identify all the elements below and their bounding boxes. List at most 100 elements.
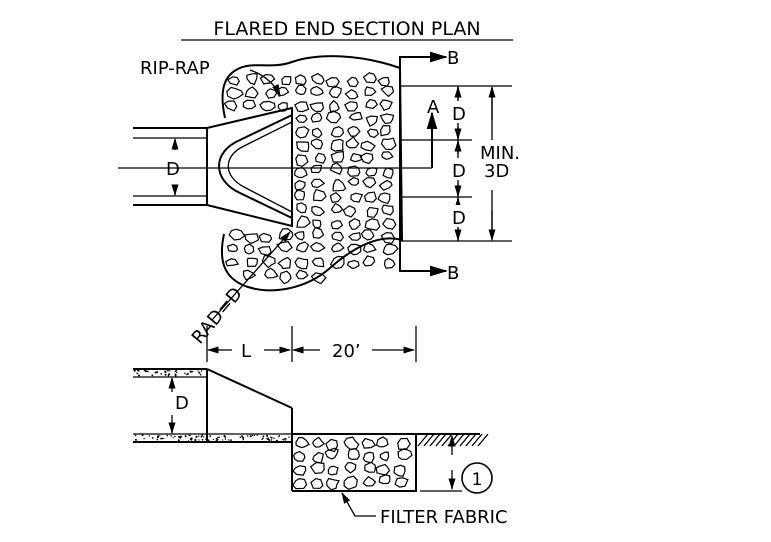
min-3d-dimension: MIN. 3D	[480, 85, 520, 242]
riprap-stone	[397, 447, 413, 460]
bedding-speck	[209, 435, 212, 437]
riprap-stone	[294, 179, 306, 191]
bedding-speck	[189, 437, 192, 441]
bedding-speck	[239, 436, 242, 438]
riprap-stone	[309, 102, 325, 113]
bedding-speck	[256, 434, 258, 436]
bedding-speck	[270, 436, 272, 438]
dim-d-middle: D	[452, 161, 466, 182]
note-number: 1	[472, 470, 483, 490]
min-label-line1: MIN.	[480, 143, 520, 164]
riprap-stone	[281, 75, 292, 86]
riprap-stone	[295, 269, 309, 280]
riprap-stone	[363, 191, 377, 203]
bedding-speck	[168, 373, 170, 376]
riprap-stone	[223, 100, 238, 112]
riprap-stone	[346, 76, 359, 88]
riprap-stone	[325, 438, 339, 453]
min-label-line2: 3D	[484, 161, 509, 182]
bedding-speck	[174, 370, 177, 373]
riprap-stone	[312, 188, 327, 202]
riprap-stone	[310, 112, 323, 123]
bedding-speck	[185, 373, 187, 376]
bedding-speck	[198, 439, 200, 441]
riprap-stone	[296, 141, 310, 153]
riprap-stone	[366, 128, 380, 139]
bedding-speck	[284, 437, 286, 440]
bedding-speck	[154, 372, 156, 374]
bedding-speck	[215, 437, 218, 440]
riprap-stone	[329, 162, 343, 175]
riprap-stone	[360, 140, 376, 152]
riprap-stone	[331, 231, 345, 242]
riprap-stone	[294, 101, 310, 113]
bedding-speck	[205, 438, 207, 441]
bedding-speck	[270, 439, 273, 441]
bedding-speck	[191, 370, 194, 373]
riprap-stone	[347, 125, 361, 137]
bedding-speck	[288, 436, 290, 438]
riprap-stone	[394, 477, 409, 488]
riprap-stone	[294, 84, 307, 96]
riprap-stone	[347, 243, 362, 256]
bedding-speck	[200, 370, 203, 372]
bedding-speck	[278, 435, 280, 437]
riprap-stone	[244, 233, 260, 244]
drawing-title: FLARED END SECTION PLAN	[213, 18, 480, 40]
hatch-line	[447, 433, 459, 447]
riprap-stone	[379, 113, 395, 125]
riprap-stone	[381, 217, 397, 230]
length-l-label: L	[241, 341, 251, 362]
bedding-speck	[284, 440, 286, 442]
bedding-speck	[157, 435, 160, 438]
bedding-speck	[176, 371, 178, 374]
bedding-speck	[166, 434, 169, 437]
bedding-speck	[278, 436, 280, 438]
riprap-stone	[380, 137, 397, 151]
bedding-speck	[266, 437, 269, 440]
bedding-speck	[261, 438, 263, 440]
riprap-stone	[242, 99, 257, 110]
riprap-stone	[259, 100, 276, 112]
riprap-stone	[332, 178, 347, 192]
riprap-stone	[362, 242, 377, 254]
riprap-stone	[380, 232, 396, 245]
riprap-stone	[348, 232, 362, 241]
section-cut-line: B B	[399, 48, 459, 284]
filter-fabric-label: FILTER FABRIC	[380, 507, 508, 528]
riprap-stone	[342, 205, 357, 218]
riprap-stone	[343, 436, 360, 450]
bedding-speck	[195, 435, 198, 438]
riprap-stone	[259, 73, 276, 85]
hatch-line	[423, 433, 435, 447]
bedding-speck	[216, 438, 219, 441]
bedding-speck	[224, 438, 227, 440]
riprap-stone	[347, 448, 361, 461]
bedding-speck	[143, 437, 145, 440]
riprap-stone	[246, 257, 258, 268]
riprap-stone	[329, 99, 340, 114]
bedding-speck	[172, 437, 174, 439]
riprap-stone	[330, 126, 345, 138]
riprap-stone	[379, 124, 391, 137]
riprap-stone	[383, 257, 396, 269]
bedding-speck	[133, 369, 136, 372]
riprap-stone	[365, 98, 379, 110]
bedding-speck	[198, 371, 201, 374]
bedding-speck	[241, 435, 244, 438]
riprap-stone	[378, 179, 393, 191]
riprap-stone	[265, 88, 278, 99]
bedding-speck	[266, 434, 269, 437]
riprap-stone	[277, 101, 288, 113]
riprap-stone	[293, 166, 308, 179]
riprap-stone	[311, 257, 325, 268]
riprap-stone	[292, 477, 308, 490]
riprap-stone	[261, 254, 276, 269]
riprap-stone	[378, 474, 391, 485]
riprap-stone	[309, 461, 325, 475]
riprap-stone	[344, 88, 359, 100]
hatch-line	[435, 433, 447, 447]
riprap-stone	[295, 154, 309, 168]
riprap-stone	[362, 451, 375, 464]
riprap-stone	[361, 177, 377, 189]
